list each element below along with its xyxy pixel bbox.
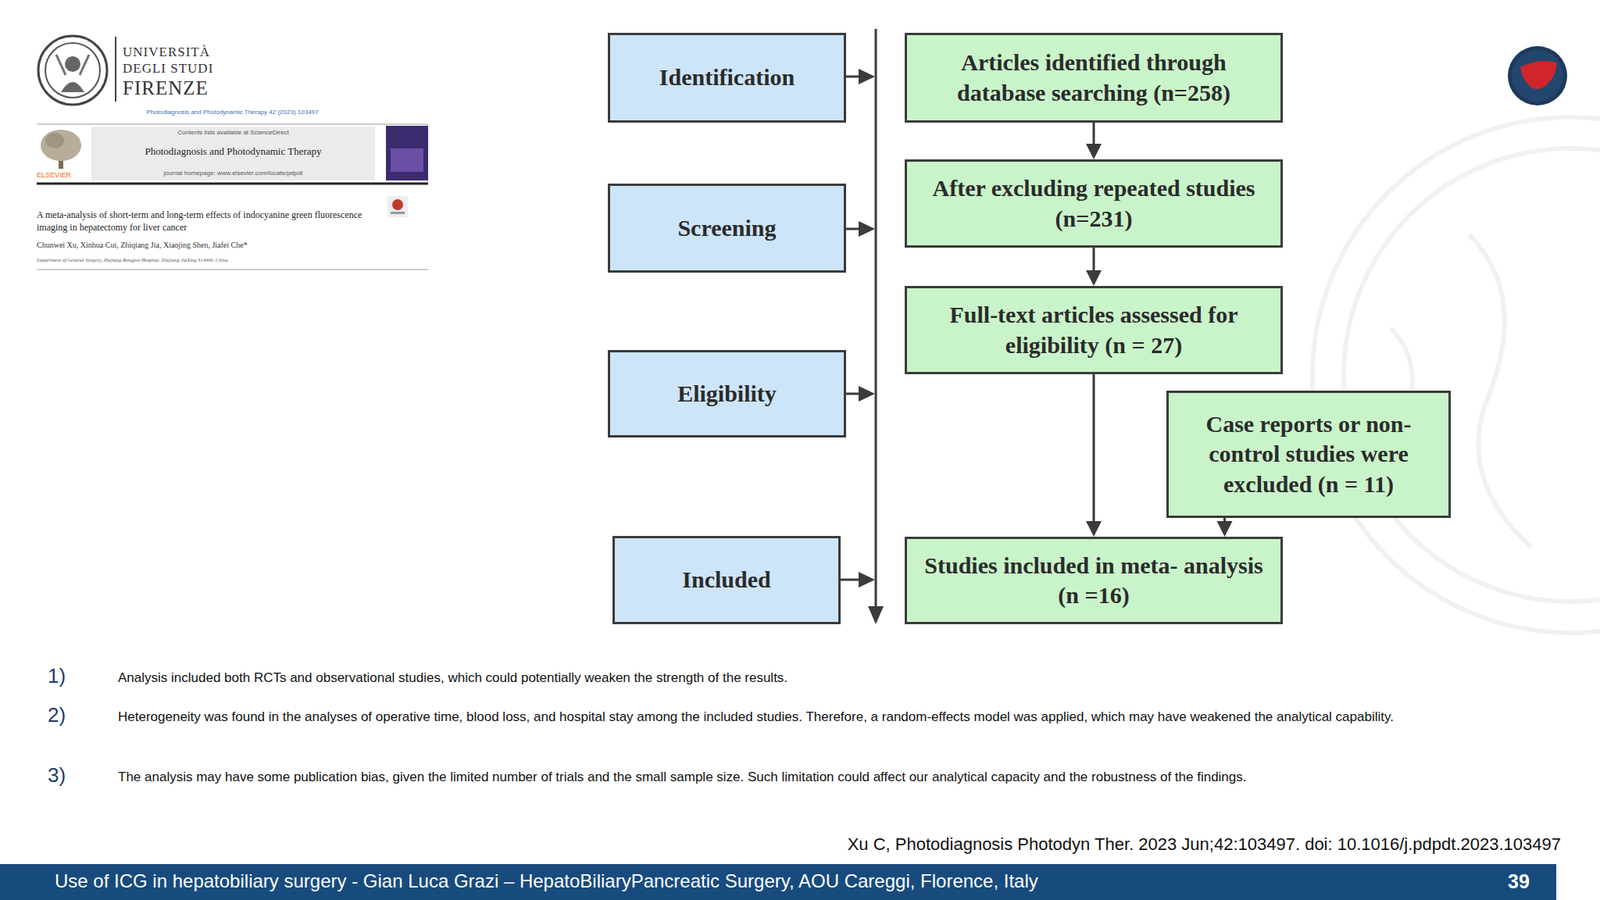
- box-text: After excluding repeated studies (n=231): [916, 173, 1272, 234]
- list-number: 3): [47, 763, 66, 788]
- process-box: Articles identified through database sea…: [904, 32, 1283, 123]
- logo-text: UNIVERSITÀ: [122, 44, 211, 61]
- connector-line: [1092, 122, 1096, 146]
- stage-box: Included: [612, 535, 841, 625]
- watermark-seal: [1312, 117, 1600, 633]
- arrow-head: [1085, 143, 1102, 160]
- box-text: Identification: [659, 62, 795, 93]
- rule-line: [36, 124, 429, 125]
- exclusion-box: Case reports or non- control studies wer…: [1166, 390, 1451, 518]
- flow-arrow: [1085, 374, 1102, 537]
- limitation-note: Analysis included both RCTs and observat…: [117, 669, 1556, 688]
- limitation-note: The analysis may have some publication b…: [117, 768, 1556, 787]
- list-number: 1): [47, 664, 66, 689]
- connector-line: [1092, 374, 1096, 523]
- journal-name: Photodiagnosis and Photodynamic Therapy: [91, 145, 375, 158]
- process-box: Studies included in meta- analysis (n =1…: [904, 536, 1283, 625]
- check-updates-icon: [387, 196, 408, 218]
- elsevier-tree: [40, 129, 82, 169]
- box-text: Case reports or non- control studies wer…: [1178, 409, 1440, 500]
- box-text: Studies included in meta- analysis (n =1…: [916, 550, 1272, 611]
- stage-timeline: [840, 28, 884, 625]
- box-text: Articles identified through database sea…: [916, 47, 1272, 108]
- paper-authors: Chunwei Xu, Xinhua Cui, Zhiqiang Jia, Xi…: [36, 240, 248, 250]
- logo-text: DEGLI STUDI: [122, 60, 214, 77]
- arrow-head: [1085, 270, 1102, 286]
- logo-text: FIRENZE: [122, 76, 209, 100]
- stage-box: Identification: [607, 32, 847, 123]
- journal-note: Contents lists available at ScienceDirec…: [91, 128, 375, 137]
- stage-box: Eligibility: [607, 350, 847, 438]
- box-text: Screening: [677, 213, 776, 243]
- process-box: After excluding repeated studies (n=231): [904, 159, 1283, 248]
- journal-cover-art: [390, 148, 424, 172]
- logo-divider: [114, 36, 117, 102]
- paper-title: A meta-analysis of short-term and long-t…: [36, 209, 381, 234]
- liver-logo: [1507, 46, 1568, 106]
- footer-text: Use of ICG in hepatobiliary surgery - Gi…: [54, 870, 1039, 893]
- connector-line: [1092, 247, 1096, 272]
- flow-arrow: [1217, 517, 1233, 537]
- page-number: 39: [1507, 869, 1530, 893]
- box-text: Eligibility: [677, 378, 777, 409]
- journal-url: journal homepage: www.elsevier.com/locat…: [91, 169, 375, 178]
- journal-ref: Photodiagnosis and Photodynamic Therapy …: [36, 108, 429, 117]
- rule-line: [36, 269, 429, 271]
- rule-line: [36, 182, 429, 186]
- citation: Xu C, Photodiagnosis Photodyn Ther. 2023…: [847, 834, 1561, 855]
- box-text: Full-text articles assessed for eligibil…: [916, 300, 1272, 361]
- process-box: Full-text articles assessed for eligibil…: [904, 285, 1283, 375]
- journal-cover: [385, 125, 429, 181]
- flow-arrow: [1085, 247, 1102, 286]
- list-number: 2): [47, 703, 66, 728]
- journal-banner: [91, 126, 375, 181]
- box-text: Included: [682, 564, 771, 595]
- arrow-head: [1217, 521, 1233, 537]
- publisher-name: ELSEVIER: [36, 171, 72, 180]
- stage-box: Screening: [607, 183, 847, 273]
- arrow-head: [1085, 521, 1102, 537]
- university-seal: [38, 35, 108, 105]
- paper-affiliation: Department of General Surgery, Zhejiang …: [36, 257, 229, 264]
- flow-arrow: [1085, 122, 1102, 160]
- footer-bar: [0, 864, 1557, 900]
- limitation-note: Heterogeneity was found in the analyses …: [117, 708, 1556, 727]
